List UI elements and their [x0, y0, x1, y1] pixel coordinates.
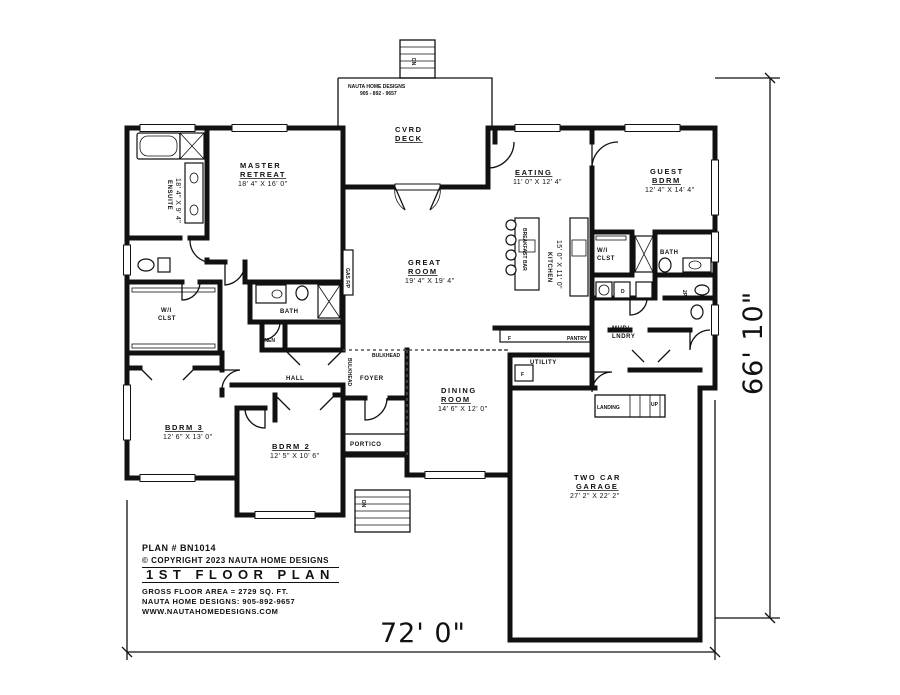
toilet-icon — [658, 257, 672, 273]
guest-dims: 12' 4" X 14' 4" — [645, 187, 695, 194]
garage-label-1: TWO CAR — [574, 473, 621, 482]
plan-title: 1ST FLOOR PLAN — [142, 567, 339, 583]
wi-clst-guest-1: W/I — [597, 248, 608, 254]
bdrm3-label: BDRM 3 — [165, 423, 203, 432]
cvrd-deck-label-1: CVRD — [395, 125, 423, 134]
kitchen-dims: 15' 0" X 11' 0" — [555, 240, 562, 289]
toilet-icon — [295, 285, 309, 301]
deck-company: NAUTA HOME DESIGNS — [348, 84, 406, 90]
room-labels: NAUTA HOME DESIGNS 905 - 892 - 9657 CVRD… — [158, 58, 769, 649]
hall-label: HALL — [286, 376, 304, 382]
vanity-icon — [184, 162, 204, 224]
breakfast-bar-label: BREAKFAST BAR — [521, 228, 527, 271]
copyright: © COPYRIGHT 2023 NAUTA HOME DESIGNS — [142, 556, 329, 565]
cvrd-deck-label-2: DECK — [395, 134, 423, 143]
wi-clst-label-2: CLST — [158, 316, 176, 322]
bath-guest-label: BATH — [660, 250, 679, 256]
master-label-1: MASTER — [240, 161, 281, 170]
fixtures — [131, 132, 712, 382]
dining-label-1: DINING — [441, 386, 477, 395]
dining-dims: 14' 6" X 12' 0" — [438, 406, 488, 413]
bulkhead-side-label: BULKHEAD — [346, 358, 352, 386]
up-label: UP — [651, 402, 659, 408]
website: WWW.NAUTAHOMEDESIGNS.COM — [142, 607, 279, 616]
bath-label: BATH — [280, 309, 299, 315]
fireplace-icon — [342, 249, 354, 296]
kitchen-label: KITCHEN — [546, 252, 552, 283]
ensuite-label: ENSUITE — [166, 180, 172, 210]
utility-label: UTILITY — [530, 360, 557, 366]
wi-clst-label-1: W/I — [161, 308, 172, 314]
dn-top-label: DN — [410, 58, 416, 66]
wi-clst-guest-2: CLST — [597, 256, 615, 262]
bdrm3-dims: 12' 6" X 13' 0" — [163, 434, 213, 441]
guest-label-2: BDRM — [652, 176, 681, 185]
landing-label: LANDING — [597, 405, 620, 411]
ensuite-dims: 18' 4" X 9' 4" — [174, 178, 181, 223]
dimension-lines — [121, 72, 780, 660]
great-label-2: ROOM — [408, 267, 438, 276]
mud-label-1: MUD/ — [612, 326, 630, 332]
dryer-icon — [613, 281, 631, 299]
pantry-label: PANTRY — [567, 336, 588, 342]
plan-number: PLAN # BN1014 — [142, 543, 217, 553]
bdrm2-dims: 12' 5" X 10' 6" — [270, 453, 320, 460]
portico-label: PORTICO — [350, 442, 382, 448]
company-phone: NAUTA HOME DESIGNS: 905-892-9657 — [142, 597, 296, 606]
f-utility-label: F — [521, 372, 524, 378]
bulkhead-top-label: BULKHEAD — [372, 353, 400, 359]
eating-dims: 11' 0" X 12' 4" — [513, 179, 562, 186]
gas-fp-label: GAS F/P — [344, 268, 350, 289]
garage-label-2: GARAGE — [576, 482, 619, 491]
washer-icon — [595, 281, 613, 299]
master-dims: 18' 4" X 16' 0" — [238, 181, 288, 188]
toilet-icon — [157, 257, 171, 273]
bdrm2-label: BDRM 2 — [272, 442, 310, 451]
gross-floor-area: GROSS FLOOR AREA = 2729 SQ. FT. — [142, 587, 289, 596]
bulkhead-lines — [343, 349, 510, 455]
stairs — [354, 39, 666, 533]
eating-label: EATING — [515, 168, 552, 177]
great-label-1: GREAT — [408, 258, 442, 267]
linen-label: LINEN — [260, 338, 275, 344]
garage-dims: 27' 2" X 22' 2" — [570, 493, 620, 500]
overall-depth: 66' 10" — [738, 291, 769, 395]
dining-label-2: ROOM — [441, 395, 471, 404]
great-dims: 19' 4" X 19' 4" — [405, 278, 455, 285]
f-pantry-label: F — [508, 336, 511, 342]
guest-label-1: GUEST — [650, 167, 684, 176]
d-label: D — [621, 289, 625, 295]
overall-width: 72' 0" — [380, 618, 466, 649]
mud-label-2: LNDRY — [612, 334, 635, 340]
bathtub-icon — [136, 132, 181, 160]
master-label-2: RETREAT — [240, 170, 286, 179]
two-pc-label: 2PC — [681, 290, 687, 300]
foyer-label: FOYER — [360, 376, 384, 382]
deck-phone: 905 - 892 - 9657 — [360, 91, 397, 97]
dn-bottom-label: DN — [360, 500, 366, 508]
windows — [123, 124, 719, 519]
